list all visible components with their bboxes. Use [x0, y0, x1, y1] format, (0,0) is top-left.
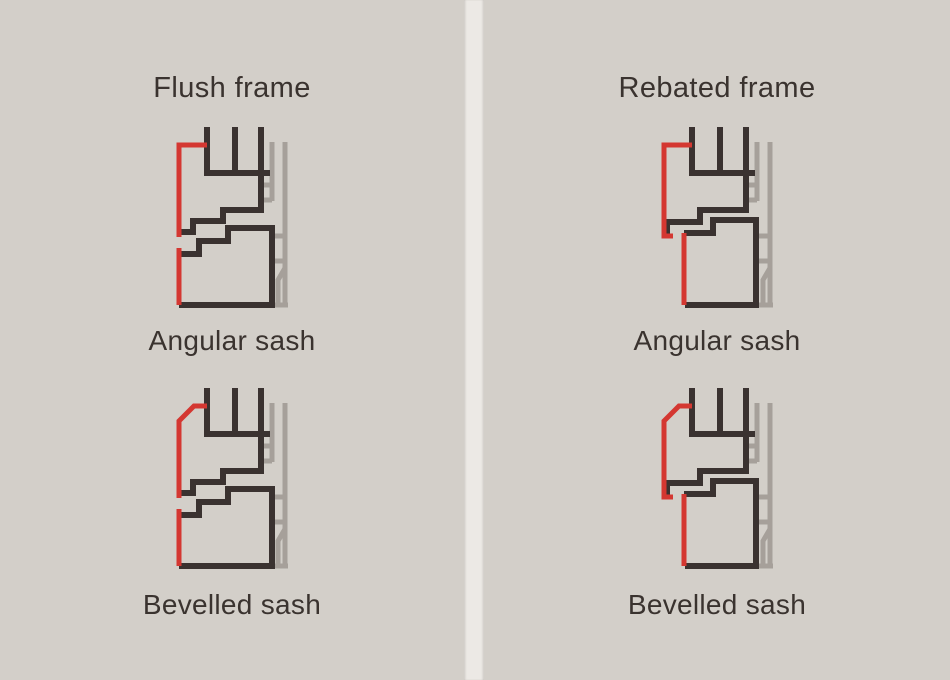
column-title-flush: Flush frame [153, 72, 311, 104]
figure-rebated-angular-sash [652, 118, 782, 308]
caption-angular-sash: Angular sash [148, 325, 316, 356]
figure-flush-bevelled-sash [167, 379, 297, 569]
panel-flush-frame: Flush frame Angular sash Bevelled sash [0, 0, 464, 680]
panel-rebated-frame: Rebated frame Angular sash Bevelled sash [484, 0, 950, 680]
caption-bevelled-sash: Bevelled sash [142, 589, 322, 620]
figure-flush-angular-sash [167, 118, 297, 308]
panel-divider [464, 0, 484, 680]
column-title-rebated: Rebated frame [618, 72, 816, 104]
caption-angular-sash: Angular sash [633, 325, 801, 356]
figure-rebated-bevelled-sash [652, 379, 782, 569]
caption-bevelled-sash: Bevelled sash [627, 589, 807, 620]
